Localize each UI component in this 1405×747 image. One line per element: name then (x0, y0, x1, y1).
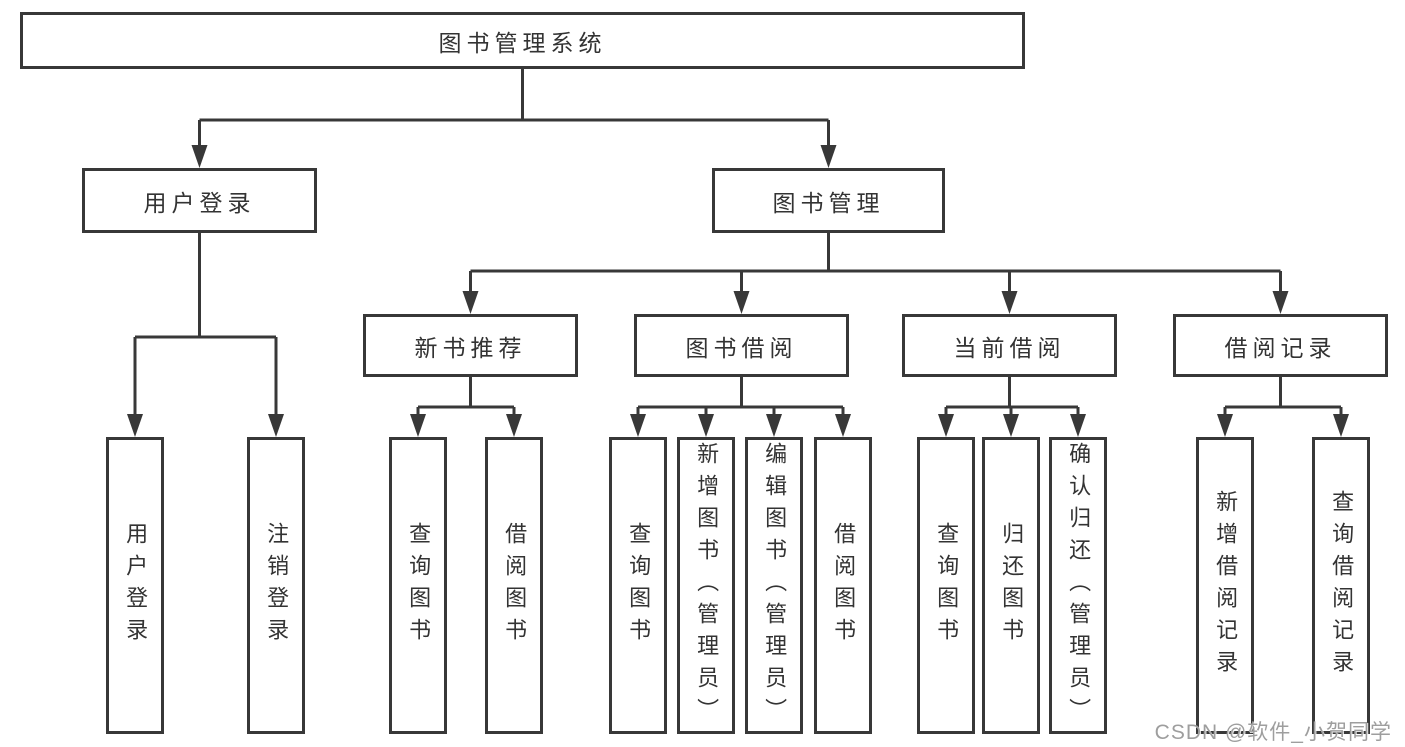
arrowhead-borrow-books-2 (835, 414, 851, 437)
arrowhead-query-books-1 (410, 414, 426, 437)
node-book-management: 图书管理 (712, 168, 945, 233)
connector-borrowing-to-leaves (636, 377, 845, 416)
connector-root-to-level2 (198, 68, 830, 147)
node-label: 图书借阅 (685, 334, 798, 361)
leaf-confirm-return-admin: 确认归还（管理员） (1049, 437, 1107, 734)
leaf-borrow-books-recommend: 借阅图书 (485, 437, 543, 734)
leaf-query-borrow-record: 查询借阅记录 (1312, 437, 1370, 734)
leaf-label: 查询图书 (406, 521, 432, 650)
leaf-label: 归还图书 (999, 521, 1025, 650)
leaf-edit-books-admin: 编辑图书（管理员） (745, 437, 803, 734)
connector-current-to-leaves (944, 377, 1080, 416)
leaf-label: 借阅图书 (502, 521, 528, 650)
arrowhead-confirm-return (1070, 414, 1086, 437)
node-library-management-system: 图书管理系统 (20, 12, 1025, 69)
leaf-label: 查询图书 (934, 521, 960, 650)
node-book-borrowing: 图书借阅 (634, 314, 849, 377)
leaf-label: 确认归还（管理员） (1066, 441, 1092, 730)
arrowhead-leaf-logout (268, 414, 284, 437)
leaf-add-borrow-record: 新增借阅记录 (1196, 437, 1254, 734)
arrowhead-book-management (820, 145, 837, 168)
node-user-login: 用户登录 (82, 168, 317, 233)
leaf-logout: 注销登录 (247, 437, 305, 734)
connector-book-management-to-level3 (469, 233, 1282, 293)
node-label: 图书管理系统 (438, 29, 607, 56)
node-new-book-recommendation: 新书推荐 (363, 314, 578, 377)
leaf-query-books-recommend: 查询图书 (389, 437, 447, 734)
leaf-label: 新增借阅记录 (1213, 489, 1239, 682)
arrowhead-return-books (1003, 414, 1019, 437)
arrowhead-borrow-books-1 (506, 414, 522, 437)
arrowhead-new-book-recommendation (462, 291, 479, 314)
arrowhead-query-record (1333, 414, 1349, 437)
arrowhead-user-login (191, 145, 208, 168)
arrowhead-edit-books (766, 414, 782, 437)
leaf-label: 新增图书（管理员） (694, 441, 720, 730)
arrowhead-query-books-3 (938, 414, 954, 437)
arrowhead-current-borrowing (1001, 291, 1018, 314)
node-label: 当前借阅 (953, 334, 1066, 361)
connector-records-to-leaves (1223, 377, 1343, 416)
node-current-borrowing: 当前借阅 (902, 314, 1117, 377)
leaf-label: 查询借阅记录 (1329, 489, 1355, 682)
node-borrowing-records: 借阅记录 (1173, 314, 1388, 377)
connector-recommendation-to-leaves (416, 377, 516, 416)
leaf-query-books-borrowing: 查询图书 (609, 437, 667, 734)
node-label: 新书推荐 (414, 334, 527, 361)
watermark-text: CSDN @软件_小贺同学 (1154, 721, 1392, 744)
arrowhead-leaf-user-login (127, 414, 143, 437)
leaf-user-login: 用户登录 (106, 437, 164, 734)
leaf-return-books: 归还图书 (982, 437, 1040, 734)
node-label: 借阅记录 (1224, 334, 1337, 361)
leaf-label: 用户登录 (123, 521, 149, 650)
leaf-borrow-books-borrowing: 借阅图书 (814, 437, 872, 734)
connector-user-login-to-leaves (133, 233, 278, 416)
arrowhead-borrowing-records (1272, 291, 1289, 314)
arrowhead-book-borrowing (733, 291, 750, 314)
leaf-label: 借阅图书 (831, 521, 857, 650)
arrowhead-query-books-2 (630, 414, 646, 437)
leaf-add-books-admin: 新增图书（管理员） (677, 437, 735, 734)
arrowhead-add-record (1217, 414, 1233, 437)
node-label: 用户登录 (143, 189, 256, 216)
leaf-query-books-current: 查询图书 (917, 437, 975, 734)
node-label: 图书管理 (772, 189, 885, 216)
leaf-label: 查询图书 (626, 521, 652, 650)
leaf-label: 注销登录 (264, 521, 290, 650)
leaf-label: 编辑图书（管理员） (762, 441, 788, 730)
arrowhead-add-books (698, 414, 714, 437)
